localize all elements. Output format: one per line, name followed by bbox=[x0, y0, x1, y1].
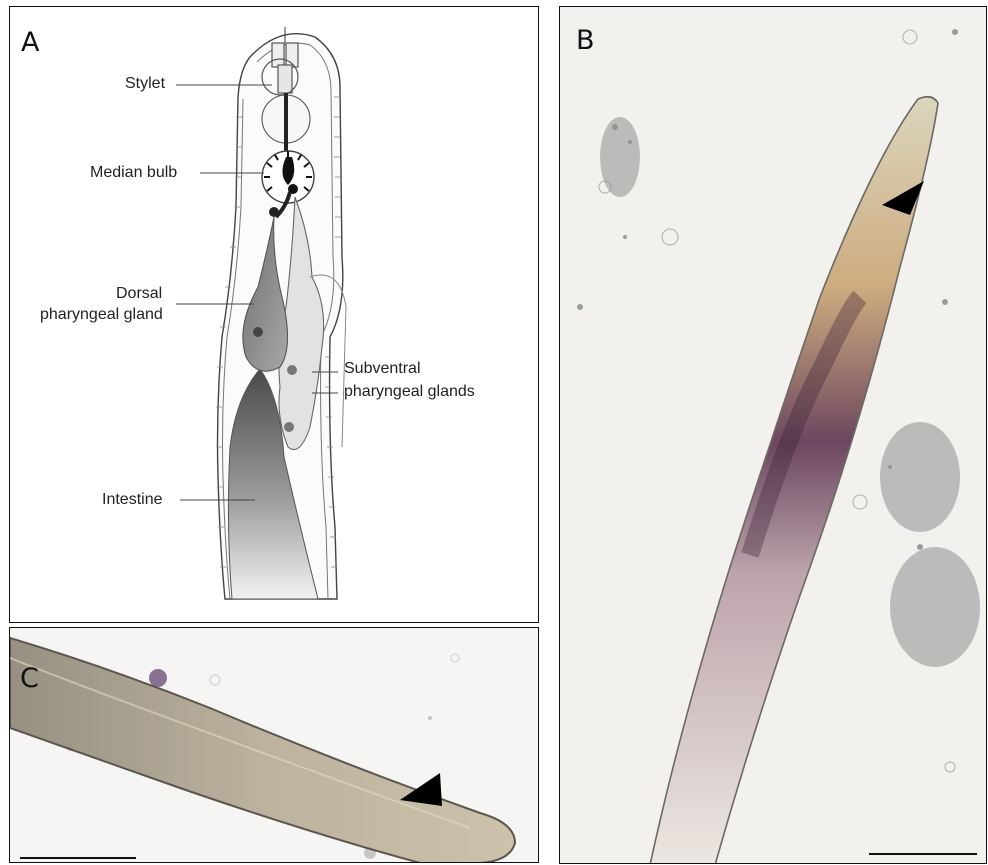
label-dorsal-line2: pharyngeal gland bbox=[40, 305, 163, 324]
panel-b-letter: B bbox=[576, 27, 595, 54]
nematode-micrograph-c bbox=[10, 628, 539, 863]
label-intestine: Intestine bbox=[102, 490, 162, 509]
panel-c-micrograph: C bbox=[9, 627, 539, 863]
label-subventral-line1: Subventral bbox=[344, 359, 421, 378]
label-stylet: Stylet bbox=[125, 74, 165, 93]
panel-c-letter: C bbox=[20, 665, 39, 692]
label-dorsal-line1: Dorsal bbox=[116, 284, 162, 303]
label-subventral-line2: pharyngeal glands bbox=[344, 382, 475, 401]
scale-bar-c bbox=[20, 857, 136, 859]
panel-b-micrograph: B bbox=[559, 6, 987, 864]
nematode-micrograph-b bbox=[560, 7, 987, 864]
panel-a-schematic: A Stylet Median bulb Dorsal pharyngeal g… bbox=[9, 6, 539, 623]
label-median-bulb: Median bulb bbox=[90, 163, 177, 182]
panel-a-letter: A bbox=[21, 29, 39, 56]
scale-bar-b bbox=[869, 853, 977, 855]
nematode-body-c bbox=[10, 638, 515, 863]
